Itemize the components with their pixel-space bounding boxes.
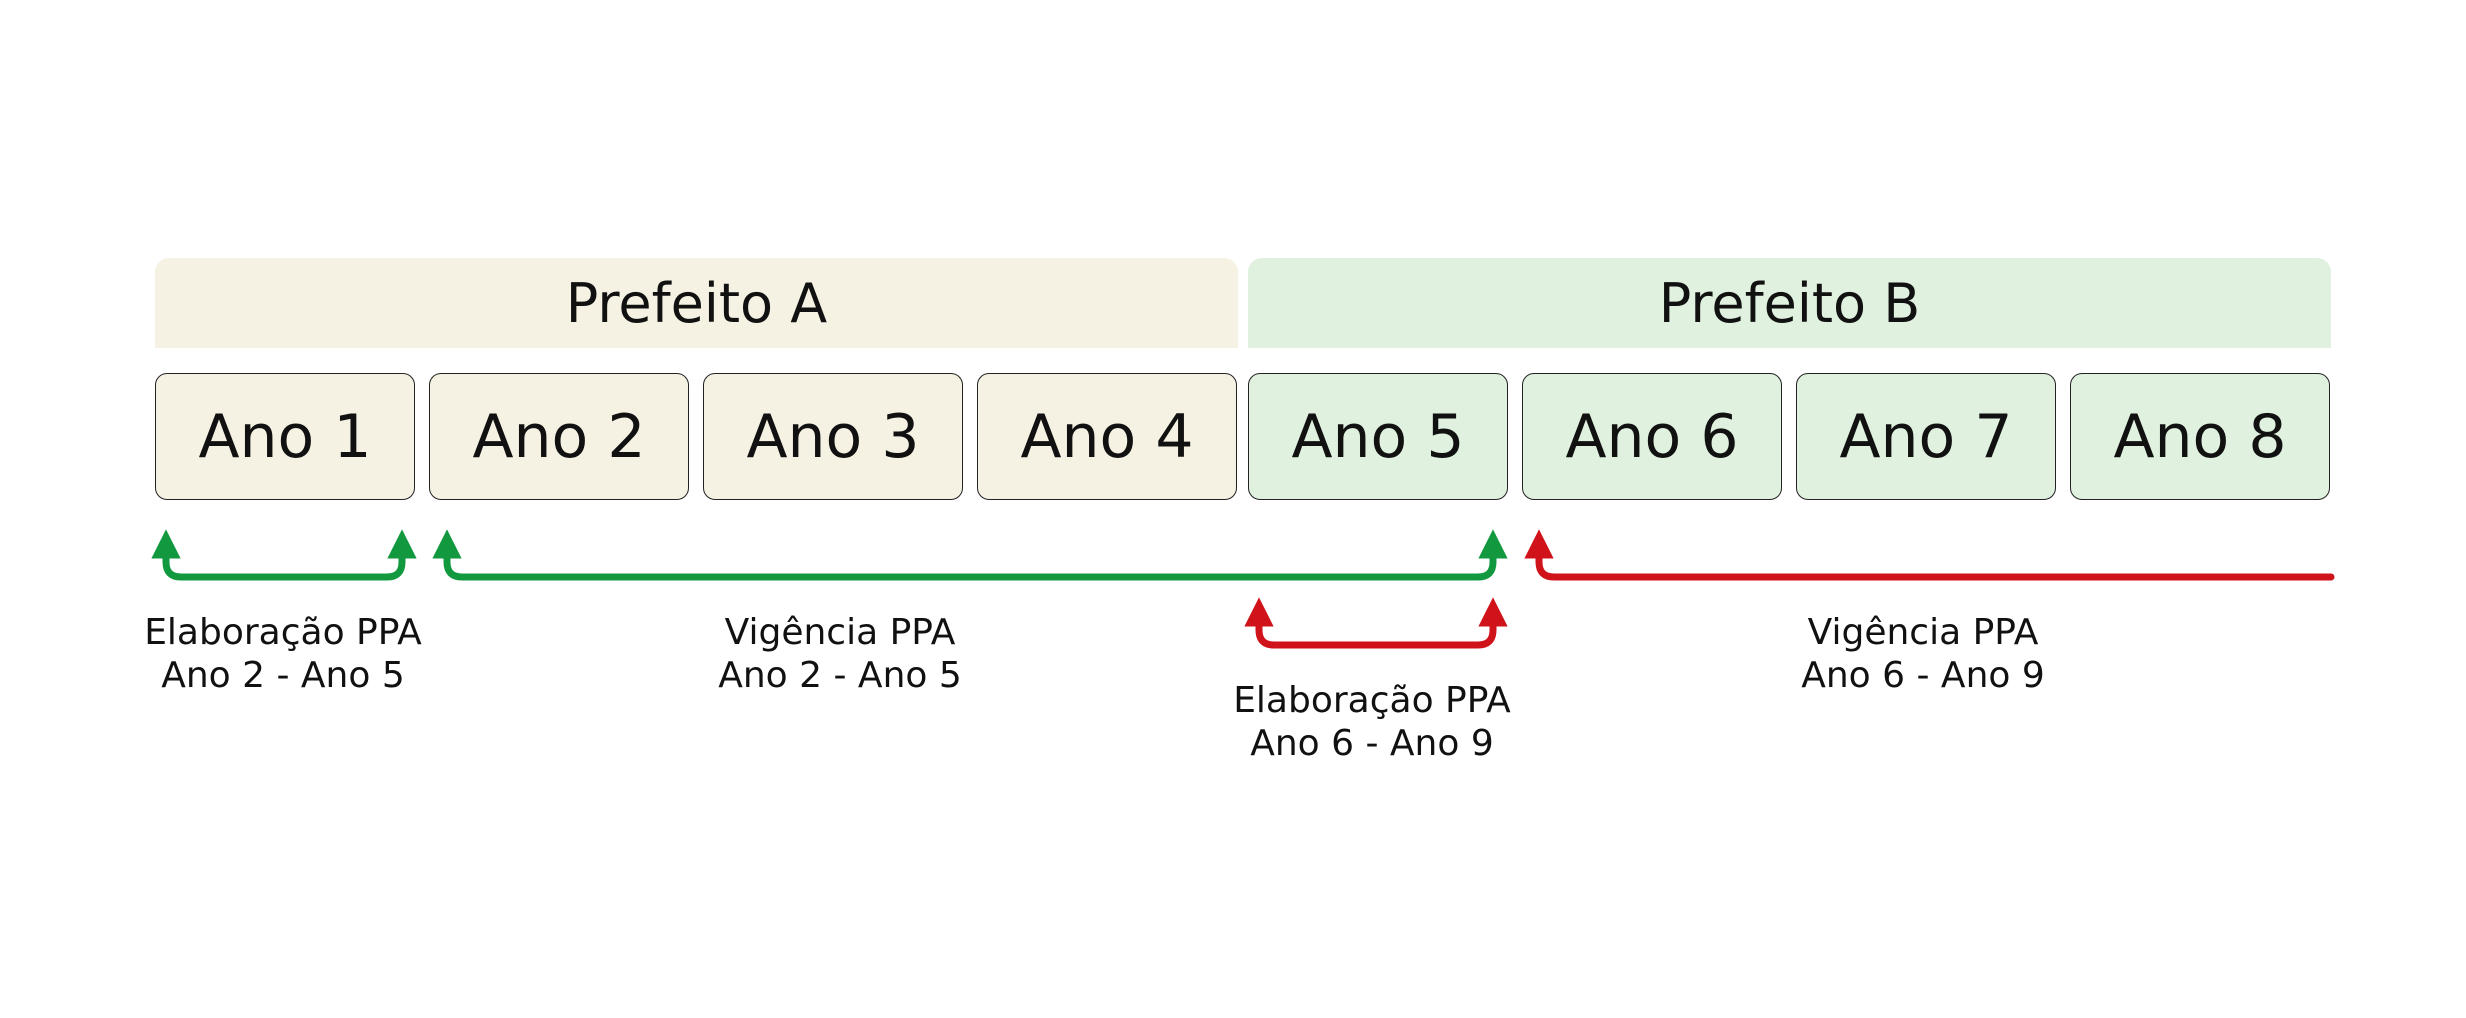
mayor-b-label: Prefeito B [1658,271,1921,335]
vigencia-a-arrow [432,529,1508,581]
elaboracao-b-arrow [1244,597,1508,649]
year-label: Ano 8 [2113,401,2287,472]
year-box-2: Ano 2 [429,373,689,500]
elaboracao-b-label: Elaboração PPA Ano 6 - Ano 9 [1233,679,1511,765]
annotation-title: Elaboração PPA [1233,680,1511,721]
mayor-a-header: Prefeito A [155,258,1238,348]
vigencia-a-label: Vigência PPA Ano 2 - Ano 5 [718,611,962,697]
year-label: Ano 1 [198,401,372,472]
year-box-8: Ano 8 [2070,373,2330,500]
annotation-title: Vigência PPA [1807,612,2039,653]
year-box-3: Ano 3 [703,373,963,500]
year-box-1: Ano 1 [155,373,415,500]
year-label: Ano 7 [1839,401,2013,472]
mayor-a-label: Prefeito A [565,271,828,335]
annotation-range: Ano 6 - Ano 9 [1250,723,1494,764]
year-label: Ano 6 [1565,401,1739,472]
annotation-title: Vigência PPA [724,612,956,653]
annotation-range: Ano 6 - Ano 9 [1801,655,2045,696]
vigencia-b-arrow [1524,529,2335,581]
year-label: Ano 5 [1291,401,1465,472]
elaboracao-a-arrow [151,529,417,581]
elaboracao-a-label: Elaboração PPA Ano 2 - Ano 5 [144,611,422,697]
year-label: Ano 2 [472,401,646,472]
vigencia-b-label: Vigência PPA Ano 6 - Ano 9 [1801,611,2045,697]
annotation-title: Elaboração PPA [144,612,422,653]
annotation-range: Ano 2 - Ano 5 [161,655,405,696]
year-label: Ano 3 [746,401,920,472]
year-box-6: Ano 6 [1522,373,1782,500]
year-box-5: Ano 5 [1248,373,1508,500]
mayor-b-header: Prefeito B [1248,258,2331,348]
annotation-range: Ano 2 - Ano 5 [718,655,962,696]
year-box-4: Ano 4 [977,373,1237,500]
year-label: Ano 4 [1020,401,1194,472]
year-box-7: Ano 7 [1796,373,2056,500]
